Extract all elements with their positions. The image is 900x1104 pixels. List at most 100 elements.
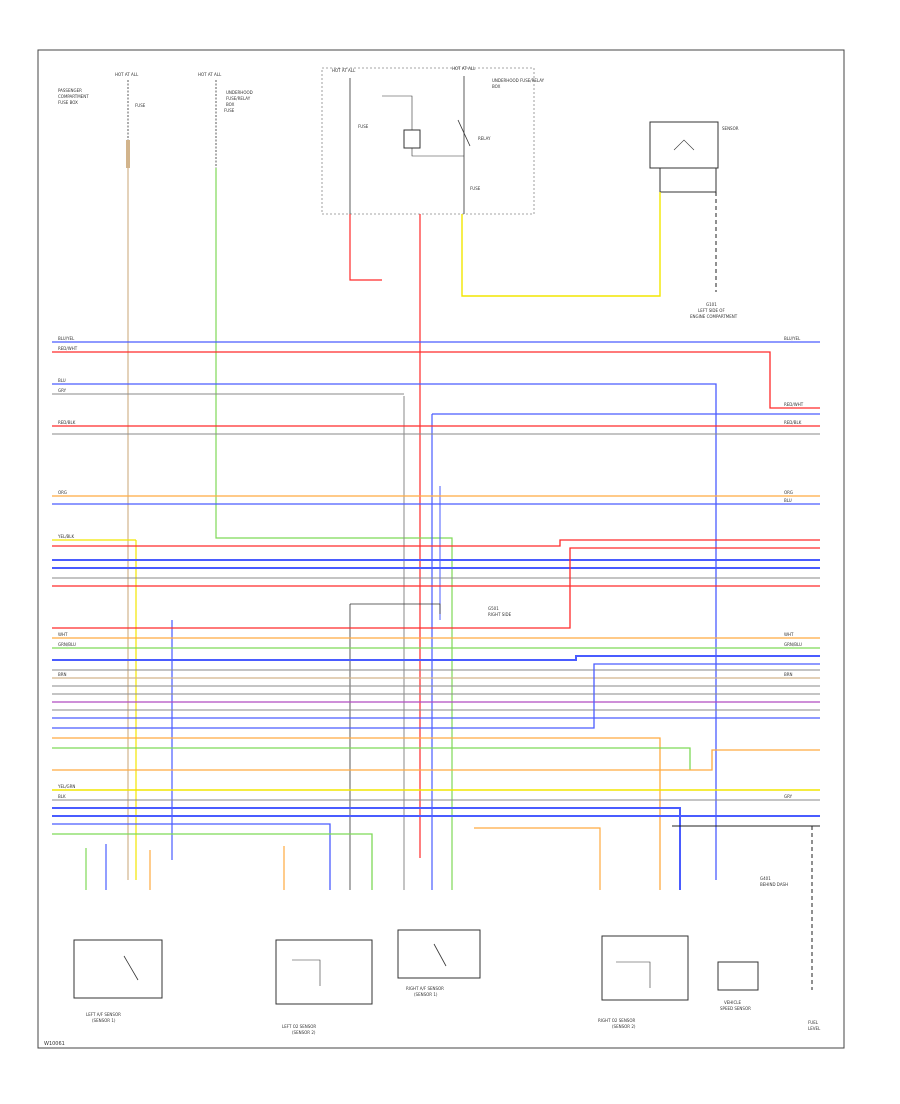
wire-tag: WHT [58, 632, 68, 637]
fuel-level-sensor: FUEL LEVEL [808, 1020, 821, 1031]
vehicle-speed-sensor: VEHICLE SPEED SENSOR G401 BEHIND DASH [717, 876, 788, 1011]
sensor-label: LEVEL [808, 1026, 821, 1031]
top-right-sensor: SENSOR G101 LEFT SIDE OF ENGINE COMPARTM… [649, 121, 739, 319]
left-wire-tags: BLU/YEL RED/WHT BLU GRY RED/BLK ORG YEL/… [57, 336, 78, 799]
sensor-label: RIGHT A/F SENSOR [406, 986, 444, 991]
bus-wire-orange-3 [52, 737, 661, 890]
hot-label: HOT AT ALL [115, 72, 139, 77]
sensor-label: LEFT A/F SENSOR [86, 1012, 121, 1017]
left-fuse-feed: HOT AT ALL PASSENGER COMPARTMENT FUSE BO… [58, 72, 146, 168]
hot-label: HOT AT ALL [452, 66, 476, 71]
wire-tag: BRN [784, 672, 793, 677]
wire-tag: ORG [784, 490, 793, 495]
ground-label: G501 [488, 606, 499, 611]
footer-code: W10061 [44, 1041, 65, 1047]
bus-wire-red-3 [52, 539, 820, 547]
bus-wire-blue-12 [52, 823, 331, 890]
sensor-circuit [616, 961, 651, 988]
sensor-label: RIGHT O2 SENSOR [598, 1018, 635, 1023]
bus-wire-green-3 [52, 833, 373, 890]
fuse-box-label: BOX [226, 102, 235, 107]
bus-wire-red-5 [52, 547, 820, 629]
fuse-box-label: COMPARTMENT [58, 94, 89, 99]
sensor-label: LEFT O2 SENSOR [282, 1024, 316, 1029]
wire-tag: RED/WHT [58, 346, 78, 351]
wire-tag: BLU/YEL [784, 336, 801, 341]
fuse-box-label: UNDERHOOD [226, 90, 253, 95]
sensor-body [649, 121, 719, 169]
fuse-label: FUSE [358, 124, 369, 129]
sensor-body [73, 939, 163, 999]
sensor-label: (SENSOR 1) [414, 992, 438, 997]
wire-tag: YEL/BLK [57, 534, 75, 539]
yellow-feed-wire [461, 192, 661, 297]
relay-coil [403, 129, 421, 149]
green-vertical-wire [215, 168, 453, 890]
wire-tag: RED/BLK [58, 420, 76, 425]
ground-label: G101 [706, 302, 717, 307]
sensor-label: (SENSOR 1) [92, 1018, 116, 1023]
ground-link-wire [350, 603, 441, 614]
diagram-border [37, 49, 845, 1049]
left-af-sensor: LEFT A/F SENSOR (SENSOR 1) [73, 939, 163, 1023]
relay-coil-wire [382, 95, 464, 157]
wire-tag: ORG [58, 490, 67, 495]
sensor-body [717, 961, 759, 991]
wire-tag: GRY [58, 388, 67, 393]
bus-wire-blue-9 [52, 663, 820, 729]
bus-wire-blue-2 [52, 383, 717, 880]
right-wire-tags: BLU/YEL RED/WHT RED/BLK ORG BLU WHT GRN/… [784, 336, 804, 799]
sensor-label: SPEED SENSOR [720, 1006, 751, 1011]
relay-box-label: UNDERHOOD FUSE/RELAY [492, 78, 545, 83]
fuse-box-label: PASSENGER [58, 88, 82, 93]
fuse-box-label: FUSE/RELAY [226, 96, 251, 101]
sensor-symbol [673, 139, 695, 151]
sensor-label: FUEL [808, 1020, 819, 1025]
fuse-label: FUSE [470, 186, 481, 191]
ground-label: BEHIND DASH [760, 882, 788, 887]
sensor-circuit [292, 959, 321, 986]
right-o2-sensor: RIGHT O2 SENSOR (SENSOR 2) [598, 935, 689, 1029]
ground-label: ENGINE COMPARTMENT [690, 314, 738, 319]
bus-wire-orange-4 [52, 749, 820, 771]
wire-tag: GRN/BLU [58, 642, 76, 647]
sensor-label: SENSOR [722, 126, 739, 131]
relay-box-outline [321, 67, 535, 215]
fuse-box-label: FUSE BOX [58, 100, 78, 105]
relay-box-label: BOX [492, 84, 501, 89]
horizontal-bus [52, 341, 820, 890]
wire-tag: GRY [784, 794, 793, 799]
bus-wire-green-2 [52, 747, 691, 770]
bus-wire-red [52, 351, 820, 409]
connector [126, 140, 130, 168]
wire-tag: BLU [58, 378, 66, 383]
right-af-sensor: RIGHT A/F SENSOR (SENSOR 1) [397, 929, 481, 997]
wire-tag: YEL/GRN [57, 784, 75, 789]
underhood-fuse-relay-box: HOT AT ALL HOT AT ALL UNDERHOOD FUSE/REL… [321, 66, 545, 215]
sensor-connector [659, 167, 717, 193]
sensor-body [601, 935, 689, 1001]
bus-wire-blue-7 [52, 655, 820, 661]
left-o2-sensor: LEFT O2 SENSOR (SENSOR 2) [275, 939, 373, 1035]
drop-wire [474, 827, 601, 890]
red-short-wire [349, 214, 382, 281]
sensor-switch [433, 943, 447, 967]
wire-tag: WHT [784, 632, 794, 637]
wire-tag: BLU/YEL [58, 336, 75, 341]
wire-tag: GRN/BLU [784, 642, 802, 647]
mid-fuse-feed: HOT AT ALL UNDERHOOD FUSE/RELAY BOX FUSE [198, 72, 253, 168]
sensor-label: (SENSOR 2) [292, 1030, 316, 1035]
wire-tag: RED/BLK [784, 420, 802, 425]
wire-tag: BLU [784, 498, 792, 503]
ground-label: RIGHT SIDE [488, 612, 512, 617]
sensor-body [275, 939, 373, 1005]
ground-label: G401 [760, 876, 771, 881]
sensor-label: (SENSOR 2) [612, 1024, 636, 1029]
ground-label: LEFT SIDE OF [698, 308, 725, 313]
wire-tag: BRN [58, 672, 67, 677]
hot-label: HOT AT ALL [198, 72, 222, 77]
fuse-label: FUSE [224, 108, 235, 113]
sensor-label: VEHICLE [724, 1000, 741, 1005]
